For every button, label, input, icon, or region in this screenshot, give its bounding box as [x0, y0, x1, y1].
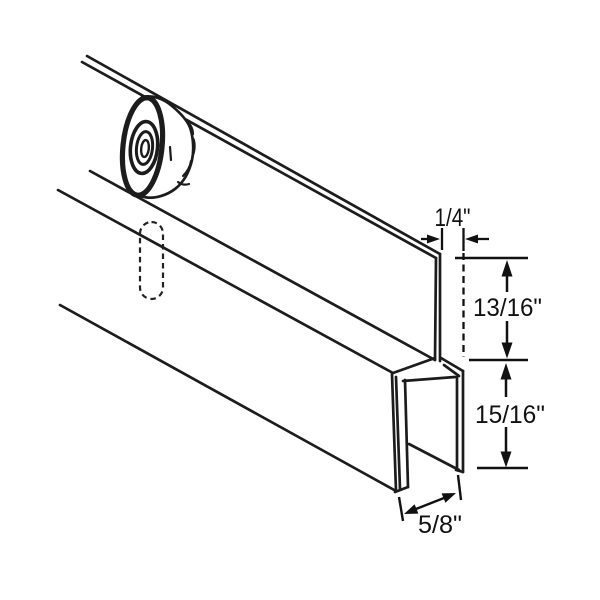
- dim-label-channel-width: 5/8": [418, 511, 462, 539]
- arrowhead-down-pointing: [501, 342, 513, 359]
- fin-left-face: [433, 256, 438, 362]
- dim-shaft-diagonal: [415, 496, 445, 511]
- plate-underside-edge: [401, 375, 457, 383]
- channel-top-edge-at-fin: [88, 169, 437, 362]
- dim-label-quarter-inch: 1/4": [435, 204, 471, 232]
- arrowhead-up-pointing: [501, 260, 513, 277]
- fin-top-edge-outer: [80, 60, 438, 260]
- channel-top-left-edge: [56, 188, 395, 375]
- arrowhead-downleft-pointing: [404, 504, 419, 514]
- dim-tick-left-wall: [397, 496, 405, 522]
- plate-near-edge-left: [391, 356, 437, 375]
- arrowhead-down-pointing: [500, 451, 512, 468]
- dim-tick-right-wall: [456, 474, 463, 501]
- roller-surface-ticks: [168, 145, 191, 186]
- left-wall-far-inner-line: [403, 378, 410, 489]
- fin-top-edge-inner: [85, 54, 442, 256]
- dimension-annotations: 1/4": [397, 204, 545, 539]
- plate-near-edge-right-bottom: [442, 363, 461, 378]
- extrusion-length-edges: [56, 54, 442, 493]
- left-wall-outer-line: [390, 372, 398, 493]
- roller-bracket-scallops: [181, 119, 196, 178]
- arrowhead-upright-pointing: [441, 493, 456, 503]
- dimension-channel-height: 15/16": [475, 363, 545, 470]
- left-wall-bottom-cap: [393, 485, 410, 494]
- arrowhead-right-pointing: [427, 234, 440, 244]
- profile-cross-section: [390, 252, 465, 494]
- roller-axle-center: [139, 138, 151, 159]
- channel-bottom-left-edge: [58, 303, 398, 493]
- roller-assembly: [119, 95, 196, 200]
- hidden-mounting-slot: [138, 220, 165, 301]
- dimension-channel-width: 5/8": [397, 474, 463, 539]
- arrowhead-up-pointing: [500, 363, 512, 380]
- dim-label-fin-height: 13/16": [473, 294, 542, 322]
- dimension-quarter-inch: 1/4": [421, 204, 489, 357]
- plate-near-edge-right-top: [439, 356, 465, 373]
- left-wall-inner-line: [394, 375, 402, 491]
- channel-inner-bottom-edge: [407, 442, 461, 472]
- dim-label-channel-height: 15/16": [475, 401, 545, 429]
- arrowhead-left-pointing: [465, 234, 478, 244]
- dimension-fin-height: 13/16": [455, 256, 542, 362]
